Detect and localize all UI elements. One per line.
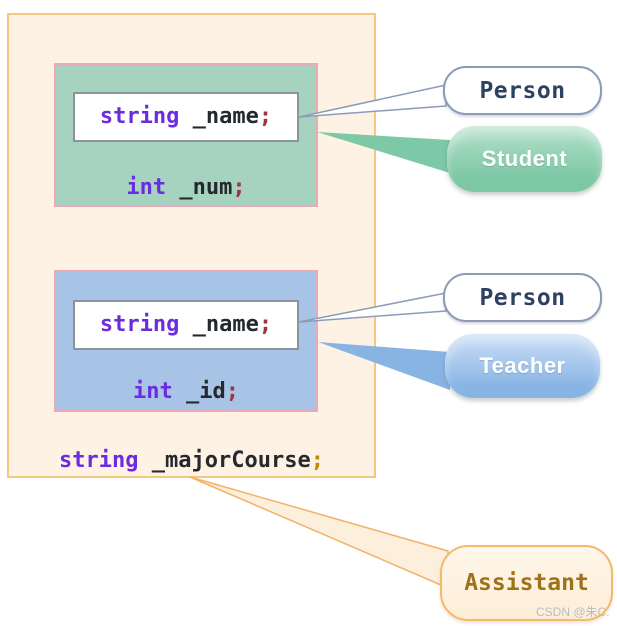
teacher-label: Teacher: [479, 353, 566, 378]
student-bubble: Student: [447, 126, 602, 192]
code-identifier: _majorCourse: [138, 448, 311, 473]
code-keyword: string: [99, 312, 180, 337]
code-semicolon: ;: [225, 379, 239, 404]
assistant-own-member: string _majorCourse;: [7, 450, 376, 472]
teacher-inherited-member: string _name;: [100, 314, 272, 336]
code-keyword: string: [99, 104, 180, 129]
code-semicolon: ;: [310, 448, 324, 473]
student-own-member: int _num;: [54, 177, 318, 199]
assistant-callout-wedge: [189, 476, 449, 589]
code-keyword: string: [59, 448, 139, 473]
code-semicolon: ;: [258, 104, 273, 129]
person-label: Person: [479, 77, 566, 104]
watermark: CSDN @朱C.: [536, 605, 610, 619]
code-keyword: int: [133, 379, 173, 404]
assistant-bubble: Assistant: [440, 545, 613, 621]
teacher-bubble: Teacher: [445, 334, 600, 398]
code-identifier: _id: [172, 379, 226, 404]
code-identifier: _num: [166, 175, 233, 200]
code-keyword: int: [126, 175, 167, 200]
student-person-part-box: string _name;: [73, 92, 299, 142]
code-identifier: _name: [179, 312, 259, 337]
student-label: Student: [481, 146, 568, 171]
code-identifier: _name: [179, 104, 259, 129]
assistant-label: Assistant: [464, 570, 589, 596]
student-inherited-member: string _name;: [100, 106, 272, 128]
person-bubble-teacher: Person: [443, 273, 602, 322]
person-label: Person: [479, 284, 566, 311]
person-bubble-student: Person: [443, 66, 602, 115]
teacher-own-member: int _id;: [54, 381, 318, 403]
code-semicolon: ;: [232, 175, 246, 200]
teacher-person-part-box: string _name;: [73, 300, 299, 350]
code-semicolon: ;: [258, 312, 273, 337]
